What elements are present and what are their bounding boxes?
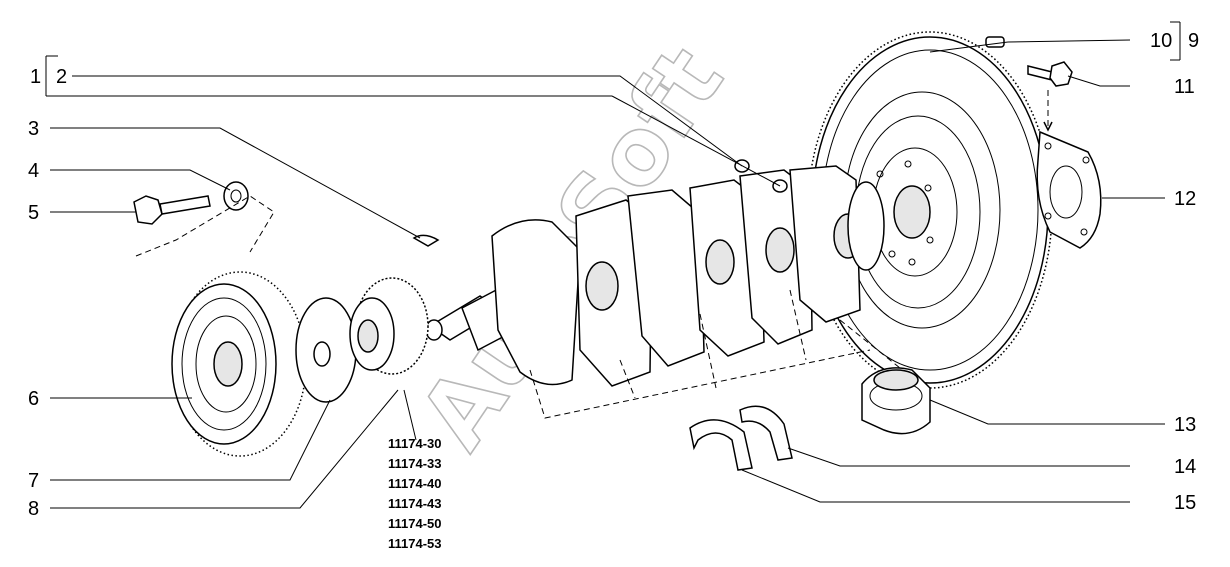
callout-5: 5 <box>28 202 39 224</box>
flywheel-plate <box>1036 130 1102 249</box>
bolt-washer <box>223 181 249 211</box>
timing-gear <box>349 277 429 375</box>
flywheel-bolt <box>1027 61 1073 132</box>
pulley-washer <box>295 297 357 403</box>
callout-6: 6 <box>28 388 39 410</box>
part-code: 11174-30 <box>388 436 442 451</box>
bearing-leaders <box>529 289 901 419</box>
crankshaft <box>425 159 885 387</box>
part-code: 11174-40 <box>388 476 442 491</box>
callout-8: 8 <box>28 498 39 520</box>
callout-11: 11 <box>1174 76 1195 98</box>
callout-12: 12 <box>1174 188 1196 210</box>
callout-3: 3 <box>28 118 39 140</box>
callout-4: 4 <box>28 160 39 182</box>
callout-13: 13 <box>1174 414 1196 436</box>
callout-1: 1 <box>30 66 41 88</box>
callout-7: 7 <box>28 470 39 492</box>
callout-9: 9 <box>1188 30 1199 52</box>
part-code: 11174-50 <box>388 516 442 531</box>
main-bearing-shell <box>861 367 931 435</box>
pulley-bolt <box>133 195 211 225</box>
callout-15: 15 <box>1174 492 1196 514</box>
thrust-washers <box>689 405 793 471</box>
callout-14: 14 <box>1174 456 1196 478</box>
part-code-list: 11174-30 11174-33 11174-40 11174-43 1117… <box>388 436 442 551</box>
crankshaft-pulley <box>171 271 307 457</box>
woodruff-key <box>412 234 440 247</box>
callout-10: 10 <box>1150 30 1172 52</box>
pulley-bolt-guide <box>135 195 275 257</box>
callout-2: 2 <box>56 66 67 88</box>
callout-labels: 1 2 3 4 5 6 7 8 9 10 11 12 13 14 15 <box>28 30 1199 520</box>
part-code: 11174-33 <box>388 456 442 471</box>
leader-lines <box>45 21 1181 509</box>
part-code: 11174-43 <box>388 496 442 511</box>
dowel-pin <box>985 36 1005 48</box>
part-code: 11174-53 <box>388 536 442 551</box>
